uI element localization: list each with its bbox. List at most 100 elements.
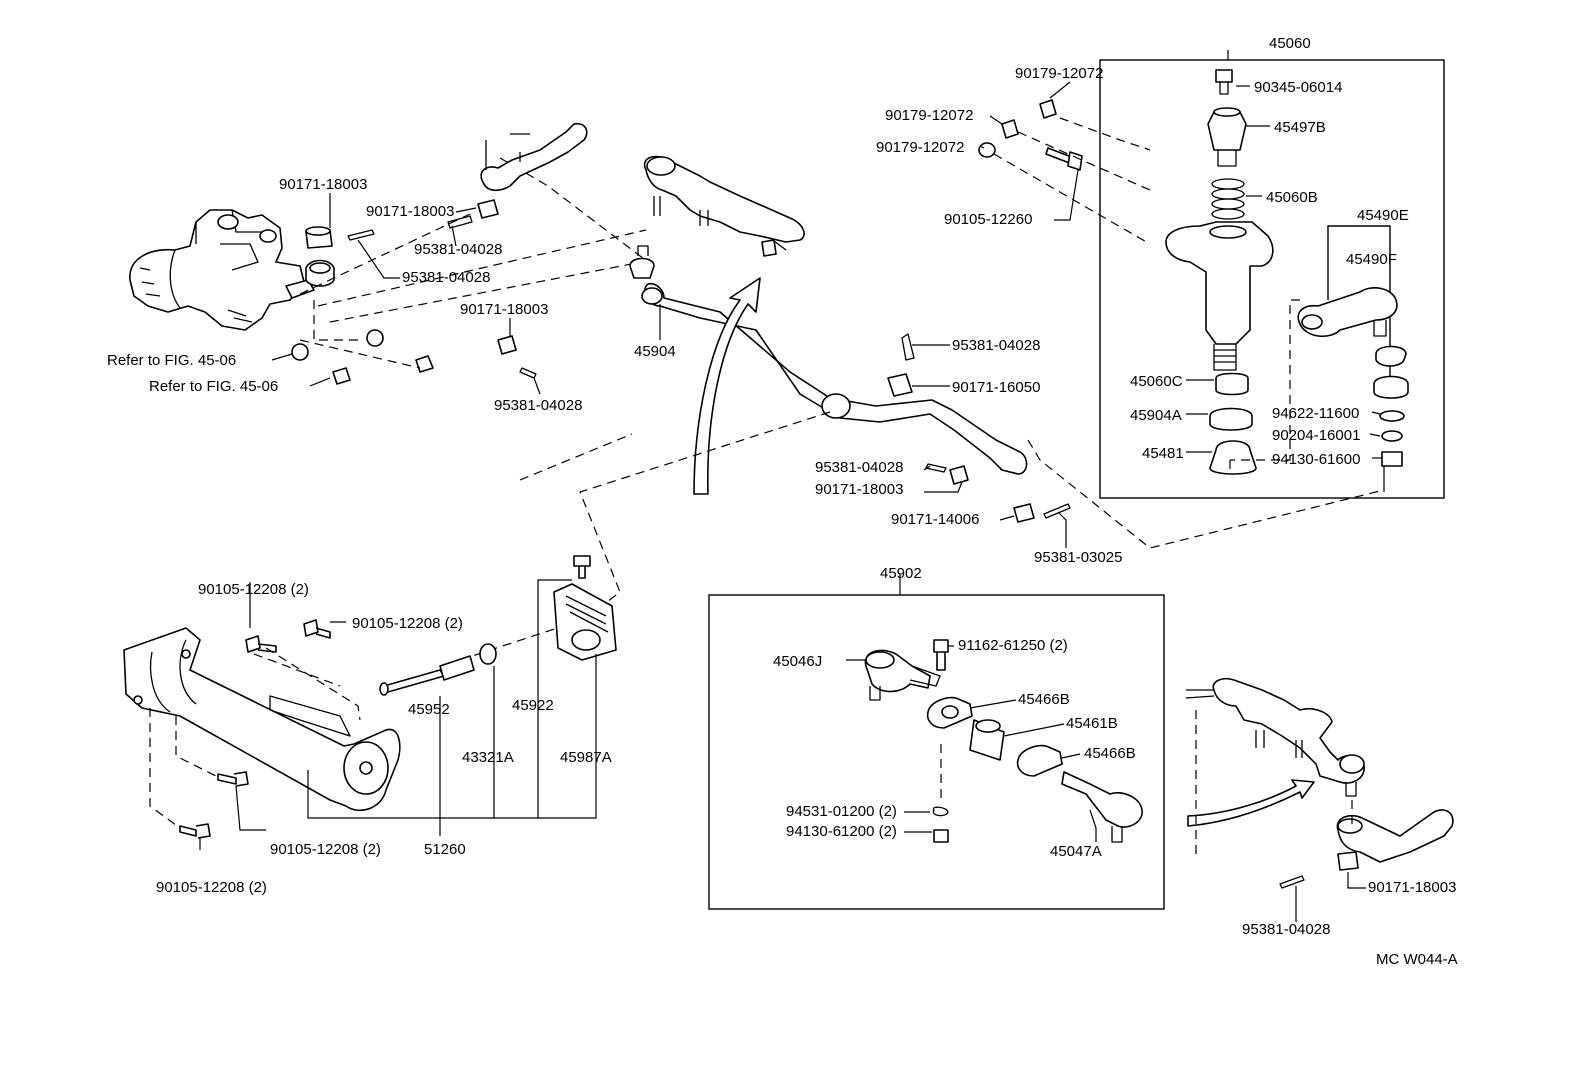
steering-gear-box xyxy=(129,209,315,331)
bolt-91162-icon xyxy=(933,639,949,671)
nut-icon xyxy=(1013,503,1035,523)
washer-icon xyxy=(978,142,996,158)
label-45481: 45481 xyxy=(1142,445,1184,462)
nut-icon xyxy=(332,367,351,385)
label-95381-04028-d: 95381-04028 xyxy=(952,337,1040,354)
group-box-45902 xyxy=(708,594,1165,910)
label-90171-18003-c: 90171-18003 xyxy=(460,301,548,318)
bolt-icon xyxy=(217,771,249,787)
cotter-pin-icon xyxy=(519,367,537,379)
label-95381-03025: 95381-03025 xyxy=(1034,549,1122,566)
label-90171-18003-b: 90171-18003 xyxy=(366,203,454,220)
label-95381-04028-a: 95381-04028 xyxy=(414,241,502,258)
label-45904: 45904 xyxy=(634,343,676,360)
direction-arrow-icon xyxy=(693,277,761,495)
lock-washer-icon xyxy=(932,806,949,817)
label-94130-61200: 94130-61200 (2) xyxy=(786,823,897,840)
cotter-pin-icon xyxy=(1279,875,1305,889)
label-95381-04028-e: 95381-04028 xyxy=(815,459,903,476)
relay-rod-45904 xyxy=(641,282,1028,475)
label-refer-fig-45-06-a: Refer to FIG. 45-06 xyxy=(107,352,236,369)
cotter-pin-icon xyxy=(901,333,915,361)
label-90204-16001: 90204-16001 xyxy=(1272,427,1360,444)
label-refer-fig-45-06-b: Refer to FIG. 45-06 xyxy=(149,378,278,395)
tie-rod-end-45047a-icon xyxy=(1061,771,1143,843)
label-90171-18003-d: 90171-18003 xyxy=(815,481,903,498)
label-45047a: 45047A xyxy=(1050,843,1102,860)
nut-icon xyxy=(949,465,969,485)
label-90179-12072-c: 90179-12072 xyxy=(876,139,964,156)
bolt-icon xyxy=(179,823,211,839)
boot-45481-icon xyxy=(1209,440,1257,475)
bolt-90345-06014-icon xyxy=(1215,69,1233,95)
nut-icon xyxy=(1039,99,1057,119)
label-45060: 45060 xyxy=(1269,35,1311,52)
label-45497b: 45497B xyxy=(1274,119,1326,136)
label-45952: 45952 xyxy=(408,701,450,718)
label-90105-12208-b: 90105-12208 (2) xyxy=(352,615,463,632)
nut-90171-18003-icon xyxy=(305,226,333,249)
label-45904a: 45904A xyxy=(1130,407,1182,424)
clamp-45466b-a-icon xyxy=(926,696,973,729)
nut-small-icon xyxy=(477,199,499,219)
group-box-45060 xyxy=(1099,59,1445,499)
seal-45904a-icon xyxy=(1209,407,1253,431)
label-90105-12208-c: 90105-12208 (2) xyxy=(270,841,381,858)
spring-45060b-icon xyxy=(1211,178,1245,220)
clamp-45466b-b-icon xyxy=(1016,744,1063,777)
pitman-arm-bottom-icon xyxy=(1336,809,1454,863)
label-45046j: 45046J xyxy=(773,653,822,670)
label-45490f: 45490F xyxy=(1346,251,1397,268)
nut-icon xyxy=(497,335,517,355)
label-95381-04028-b: 95381-04028 xyxy=(402,269,490,286)
label-51260: 51260 xyxy=(424,841,466,858)
label-45466b-b: 45466B xyxy=(1084,745,1136,762)
label-90179-12072-a: 90179-12072 xyxy=(1015,65,1103,82)
nut-94130-61200-icon xyxy=(933,829,949,843)
label-45060c: 45060C xyxy=(1130,373,1183,390)
label-45490e: 45490E xyxy=(1357,207,1409,224)
bolt-45922-icon xyxy=(573,555,591,579)
washer-icon xyxy=(366,329,384,347)
tie-rod-end-45046j-icon xyxy=(864,649,941,701)
washer-icon xyxy=(291,343,309,361)
tie-rod-assembly-icon xyxy=(1185,677,1365,797)
label-90171-16050: 90171-16050 xyxy=(952,379,1040,396)
pitman-arm-top xyxy=(480,122,588,192)
washer-90204-icon xyxy=(1381,430,1403,442)
cotter-pin-icon xyxy=(447,215,473,229)
label-90345-06014: 90345-06014 xyxy=(1254,79,1342,96)
seal-icon xyxy=(1373,375,1409,399)
cotter-pin-icon xyxy=(1043,503,1071,519)
idler-arm-bracket-icon xyxy=(1165,221,1274,371)
label-94622-11600: 94622-11600 xyxy=(1272,405,1359,422)
nut-icon xyxy=(1001,119,1019,139)
label-45461b: 45461B xyxy=(1066,715,1118,732)
plug-45497b-icon xyxy=(1207,107,1247,167)
label-95381-04028-f: 95381-04028 xyxy=(1242,921,1330,938)
label-91162-61250: 91162-61250 (2) xyxy=(958,637,1068,654)
label-45987a: 45987A xyxy=(560,749,612,766)
label-45922: 45922 xyxy=(512,697,554,714)
label-90105-12208-d: 90105-12208 (2) xyxy=(156,879,267,896)
nut-icon xyxy=(415,355,434,373)
cotter-pin-icon xyxy=(347,229,375,241)
label-45466b-a: 45466B xyxy=(1018,691,1070,708)
label-45060b: 45060B xyxy=(1266,189,1318,206)
nut-icon xyxy=(887,373,913,397)
bolt-90105-12260-icon xyxy=(1045,147,1083,171)
bolt-icon xyxy=(245,635,277,653)
idler-arm-45490f-icon xyxy=(1297,287,1398,337)
rod-end-45952-icon xyxy=(379,655,475,696)
bushing-icon xyxy=(1375,345,1407,367)
label-90171-18003-e: 90171-18003 xyxy=(1368,879,1456,896)
ball-joint-icon xyxy=(629,245,655,279)
nut-94130-icon xyxy=(1381,451,1403,467)
figure-code: MC W044-A xyxy=(1376,951,1458,968)
bolt-icon xyxy=(303,619,331,639)
nut-icon xyxy=(1337,851,1359,871)
label-90179-12072-b: 90179-12072 xyxy=(885,107,973,124)
label-94531-01200: 94531-01200 (2) xyxy=(786,803,897,820)
